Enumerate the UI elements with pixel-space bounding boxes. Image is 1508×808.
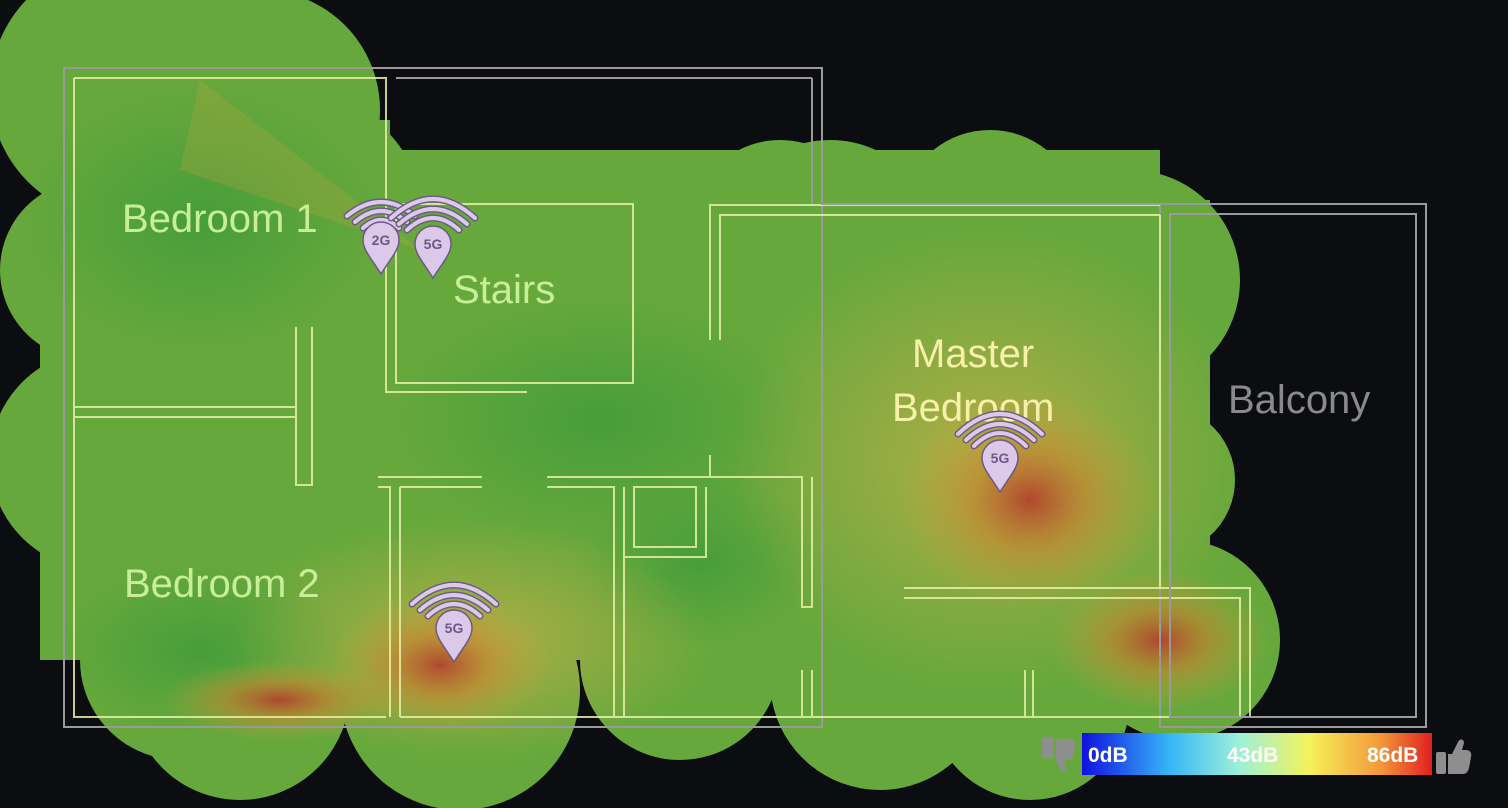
access-point-band: 5G [445, 620, 464, 636]
map-pin-icon [414, 225, 452, 280]
room-label-stairs: Stairs [453, 268, 555, 312]
access-point-5g-bedroom1[interactable]: 5G [387, 195, 479, 280]
thumbs-up-icon [1436, 739, 1472, 774]
floorplan-walls [63, 67, 1427, 728]
access-point-5g-bedroom2[interactable]: 5G [408, 581, 500, 664]
map-pin-icon [435, 609, 473, 664]
legend-gradient-bar [1082, 733, 1432, 775]
room-label-bedroom-1: Bedroom 1 [122, 197, 318, 241]
access-point-band: 2G [372, 232, 391, 248]
room-label-balcony: Balcony [1228, 378, 1370, 422]
access-point-band: 5G [991, 450, 1010, 466]
signal-legend: 0dB 43dB 86dB [1042, 733, 1472, 775]
room-label-master-bedroom: Master [912, 332, 1034, 376]
access-point-5g-master[interactable]: 5G [954, 410, 1046, 494]
map-pin-icon [362, 221, 400, 276]
thumbs-down-icon [1042, 738, 1076, 772]
access-point-band: 5G [424, 236, 443, 252]
legend-min-label: 0dB [1088, 744, 1128, 767]
map-pin-icon [981, 439, 1019, 494]
legend-max-label: 86dB [1367, 744, 1418, 767]
legend-mid-label: 43dB [1227, 744, 1278, 767]
room-label-bedroom-2: Bedroom 2 [124, 562, 320, 606]
